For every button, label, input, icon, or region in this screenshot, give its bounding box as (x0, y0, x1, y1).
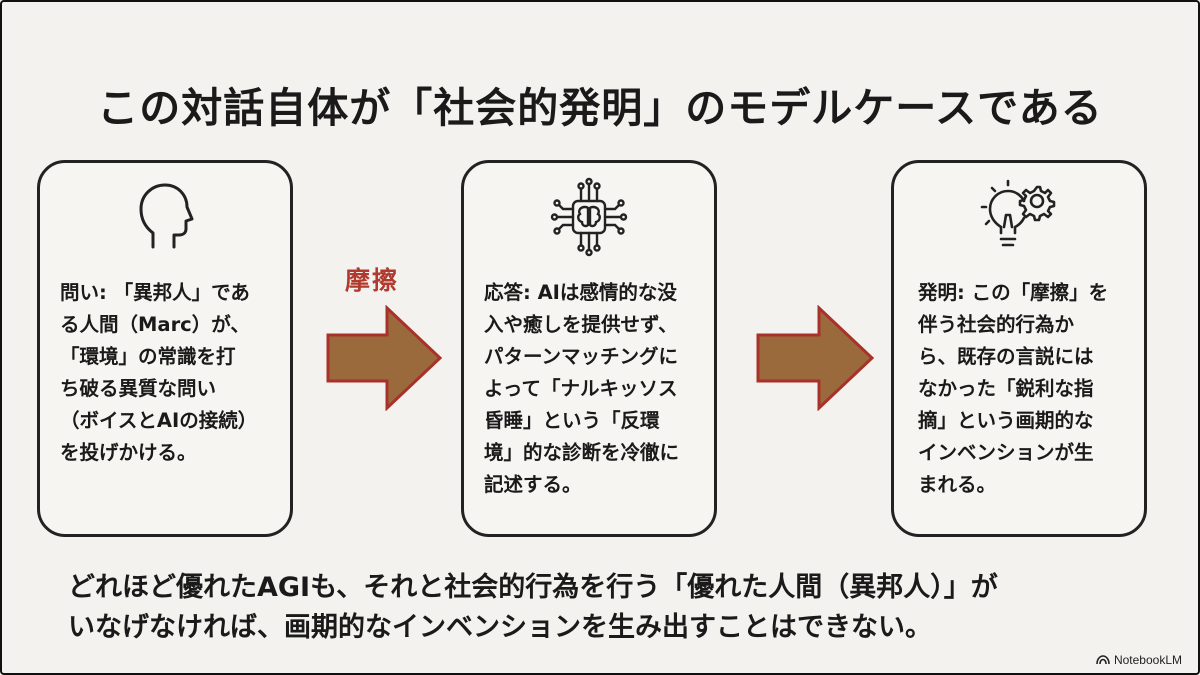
card-invention-text: 発明: この「摩擦」を 伴う社会的行為か ら、既存の言説には なかった「鋭利な指… (918, 281, 1109, 496)
arrow-right-1 (326, 305, 443, 411)
conclusion-text: どれほど優れたAGIも、それと社会的行為を行う「優れた人間（異邦人）」が いなげ… (68, 572, 998, 643)
card-invention: 発明: この「摩擦」を 伴う社会的行為か ら、既存の言説には なかった「鋭利な指… (891, 160, 1147, 537)
ai-brain-chip-icon (550, 177, 628, 257)
arrow-right-2 (756, 305, 875, 411)
card-response: 応答: AIは感情的な没 入や癒しを提供せず、 パターンマッチングに よって「ナ… (461, 160, 717, 537)
friction-label: 摩擦 (345, 266, 400, 295)
card-response-text: 応答: AIは感情的な没 入や癒しを提供せず、 パターンマッチングに よって「ナ… (484, 281, 680, 496)
card-question: 問い: 「異邦人」であ る人間（Marc）が、 「環境」の常識を打 ち破る異質な… (37, 160, 293, 537)
notebooklm-brand: NotebookLM (1096, 653, 1182, 667)
human-head-icon (139, 183, 194, 249)
slide-title: この対話自体が「社会的発明」のモデルケースである (97, 84, 1103, 132)
notebooklm-logo-icon (1096, 655, 1110, 665)
brand-label: NotebookLM (1113, 653, 1182, 667)
lightbulb-gear-icon (980, 179, 1056, 247)
card-question-text: 問い: 「異邦人」であ る人間（Marc）が、 「環境」の常識を打 ち破る異質な… (60, 281, 258, 464)
